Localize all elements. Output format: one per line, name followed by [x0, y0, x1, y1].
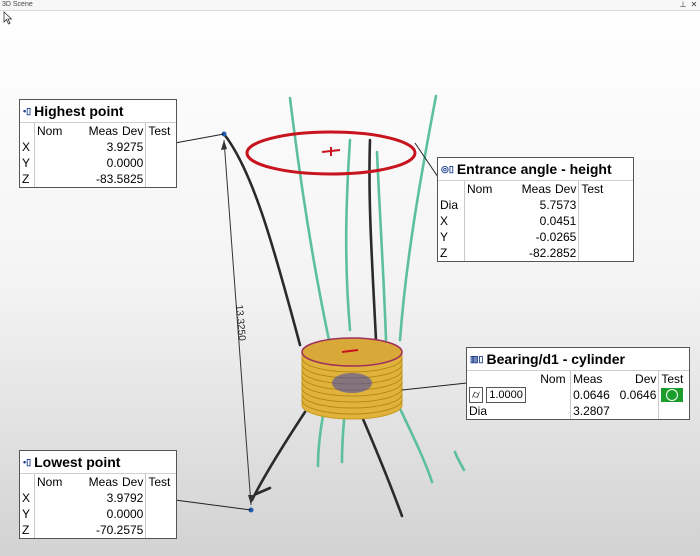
col-nom: Nom [34, 123, 83, 139]
meas-value: 5.7573 [539, 198, 577, 212]
col-test: Test [145, 123, 173, 139]
highest-point-panel[interactable]: •▯ Highest point Nom Meas Dev Test X 3.9… [19, 99, 177, 188]
mouse-cursor-icon [3, 11, 13, 25]
bearing-cylinder-table: Nom Meas Dev Test ⌭ 1.0000 0.0646 0.0646… [467, 371, 689, 419]
entrance-angle-title: Entrance angle - height [456, 161, 612, 177]
col-nom: Nom [34, 474, 83, 490]
entrance-angle-panel[interactable]: ◎▯ Entrance angle - height Nom Meas Dev … [437, 157, 634, 262]
point-feature-icon: •▯ [23, 456, 32, 467]
height-dimension-label: 13.3250 [233, 304, 247, 341]
col-dev: Dev [555, 182, 577, 196]
meas-value: 3.2807 [570, 403, 617, 419]
table-row: Y -0.0265 [438, 229, 624, 245]
table-row: ⌭ 1.0000 0.0646 0.0646 [467, 387, 689, 403]
meas-value: 0.0000 [106, 156, 144, 170]
point-feature-icon: •▯ [23, 105, 32, 116]
cylindricity-symbol-icon: ⌭ [469, 387, 483, 403]
highest-point-table: Nom Meas Dev Test X 3.9275 Y 0.0000 Z -8… [20, 123, 173, 187]
entrance-angle-table: Nom Meas Dev Test Dia 5.7573 X 0.0451 Y … [438, 181, 624, 261]
col-dev: Dev [635, 372, 657, 386]
height-dimension[interactable] [221, 139, 254, 506]
lowest-point-table: Nom Meas Dev Test X 3.9792 Y 0.0000 Z -7… [20, 474, 173, 538]
dev-value: 0.0646 [619, 388, 657, 402]
table-row: Dia 5.7573 [438, 197, 624, 213]
close-button[interactable]: ✕ [690, 0, 698, 9]
meas-value: 0.0646 [570, 387, 617, 403]
highest-point-title: Highest point [34, 103, 124, 119]
title-bar: 3D Scene ⊥ ✕ [0, 0, 700, 11]
lowest-point-title: Lowest point [34, 454, 121, 470]
entrance-angle-header: ◎▯ Entrance angle - height [438, 158, 633, 181]
meas-value: -83.5825 [95, 172, 144, 186]
pin-button[interactable]: ⊥ [679, 0, 687, 9]
meas-value: 0.0000 [106, 507, 144, 521]
bearing-cylinder-title: Bearing/d1 - cylinder [486, 351, 625, 367]
tolerance-value: 1.0000 [486, 387, 526, 403]
table-row: X 0.0451 [438, 213, 624, 229]
bearing-cylinder-header: ▥▯ Bearing/d1 - cylinder [467, 348, 689, 371]
table-row: Y 0.0000 [20, 155, 173, 171]
col-test: Test [658, 371, 689, 387]
highest-point-header: •▯ Highest point [20, 100, 176, 123]
meas-value: -70.2575 [95, 523, 144, 537]
bearing-cylinder-panel[interactable]: ▥▯ Bearing/d1 - cylinder Nom Meas Dev Te… [466, 347, 690, 420]
pass-status-icon [661, 388, 684, 403]
col-meas: Meas [521, 182, 551, 196]
scan-curves-green [288, 94, 466, 484]
table-row: Z -83.5825 [20, 171, 173, 187]
table-row: Y 0.0000 [20, 506, 173, 522]
table-row: X 3.9792 [20, 490, 173, 506]
meas-value: -82.2852 [528, 246, 577, 260]
entrance-circle[interactable] [245, 130, 417, 176]
lowest-point-panel[interactable]: •▯ Lowest point Nom Meas Dev Test X 3.97… [19, 450, 177, 539]
table-row: X 3.9275 [20, 139, 173, 155]
scan-curves-dark [222, 132, 404, 518]
circle-center-mark [321, 147, 341, 156]
col-dev: Dev [122, 475, 144, 489]
bearing-cylinder[interactable] [301, 337, 403, 420]
cylinder-feature-icon: ▥▯ [470, 353, 484, 364]
circle-feature-icon: ◎▯ [441, 163, 454, 174]
meas-value: -0.0265 [535, 230, 577, 244]
col-dev: Dev [122, 124, 144, 138]
window-title: 3D Scene [2, 1, 33, 8]
col-meas: Meas [88, 475, 118, 489]
col-nom: Nom [464, 181, 517, 197]
meas-value: 3.9792 [106, 491, 144, 505]
col-test: Test [145, 474, 173, 490]
meas-value: 3.9275 [106, 140, 144, 154]
table-row: Dia 3.2807 [467, 403, 689, 419]
meas-value: 0.0451 [539, 214, 577, 228]
col-meas: Meas [570, 371, 617, 387]
col-meas: Meas [88, 124, 118, 138]
leader-lines [174, 133, 468, 511]
col-test: Test [578, 181, 624, 197]
lowest-point-header: •▯ Lowest point [20, 451, 176, 474]
col-nom: Nom [540, 372, 566, 386]
table-row: Z -82.2852 [438, 245, 624, 261]
table-row: Z -70.2575 [20, 522, 173, 538]
